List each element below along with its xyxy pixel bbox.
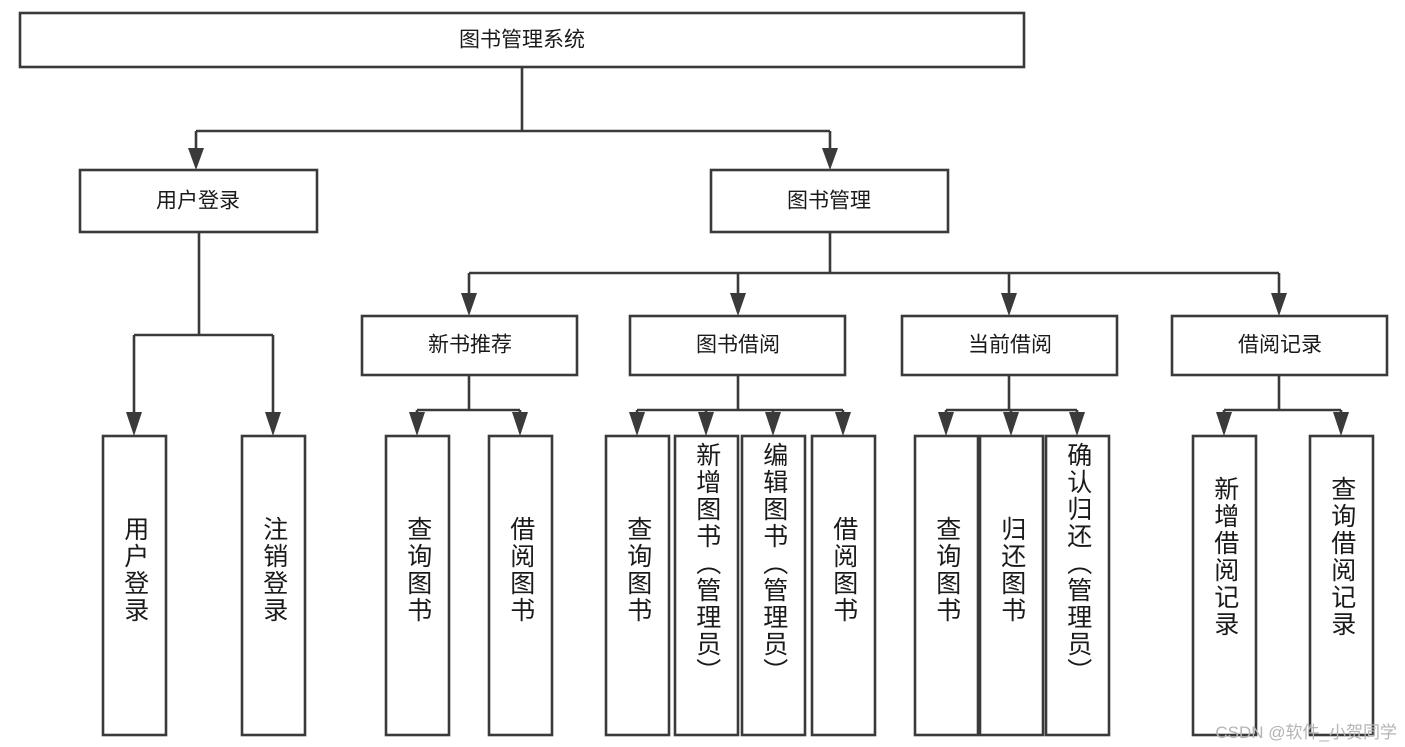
- arrow-head-leaf-confirm-return: [1069, 412, 1085, 436]
- arrow-head-leaf-query-book-3: [938, 412, 954, 436]
- arrow-head-leaf-borrow-book-1: [512, 412, 528, 436]
- arrow-head-leaf-query-book-1: [409, 412, 425, 436]
- arrow-head-leaf-user-login: [126, 412, 142, 436]
- node-new-book-recommend[interactable]: 新书推荐: [360, 314, 579, 377]
- arrow-head-leaf-return-book: [1003, 412, 1019, 436]
- node-new-book-recommend-label: 新书推荐: [428, 334, 512, 357]
- node-leaf-user-logout-box[interactable]: [240, 434, 307, 737]
- node-user-login-box[interactable]: [78, 168, 319, 234]
- node-borrow-record-box[interactable]: [1170, 314, 1389, 377]
- node-borrow-record[interactable]: 借阅记录: [1170, 314, 1389, 377]
- arrow-head-leaf-edit-book: [765, 412, 781, 436]
- arrow-head-leaf-add-book: [698, 412, 714, 436]
- arrow-head-book-management: [822, 148, 838, 170]
- node-leaf-query-record-box[interactable]: [1308, 434, 1375, 737]
- node-root[interactable]: 图书管理系统: [18, 11, 1026, 69]
- node-current-borrow-label: 当前借阅: [968, 334, 1052, 357]
- node-root-label: 图书管理系统: [459, 29, 585, 52]
- node-leaf-query-book-3-box[interactable]: [913, 434, 980, 737]
- arrow-head-user-login: [188, 148, 204, 170]
- node-user-login[interactable]: 用户登录: [78, 168, 319, 234]
- connector-group-book-management: [461, 232, 1287, 316]
- node-current-borrow[interactable]: 当前借阅: [900, 314, 1119, 377]
- arrow-head-new-book-recommend: [461, 293, 477, 316]
- node-leaf-borrow-book-2-box[interactable]: [810, 434, 877, 737]
- node-new-book-recommend-box[interactable]: [360, 314, 579, 377]
- node-book-management-box[interactable]: [709, 168, 950, 234]
- node-user-login-label: 用户登录: [156, 190, 240, 213]
- node-leaf-user-login-box[interactable]: [101, 434, 168, 737]
- connector-group-root: [188, 67, 838, 170]
- arrow-head-current-borrow: [1001, 293, 1017, 316]
- node-borrow-record-label: 借阅记录: [1238, 334, 1322, 357]
- connector-group-borrow-record: [1216, 375, 1349, 436]
- arrow-head-leaf-add-record: [1216, 412, 1232, 436]
- arrow-head-leaf-query-record: [1333, 412, 1349, 436]
- node-leaf-confirm-return-box[interactable]: [1044, 434, 1111, 737]
- node-leaf-add-record-box[interactable]: [1191, 434, 1258, 737]
- connector-group-current-borrow: [938, 375, 1085, 436]
- arrow-head-borrow-record: [1271, 293, 1287, 316]
- node-current-borrow-box[interactable]: [900, 314, 1119, 377]
- arrow-head-leaf-query-book-2: [629, 412, 645, 436]
- arrow-head-leaf-borrow-book-2: [835, 412, 851, 436]
- node-leaf-return-book-box[interactable]: [978, 434, 1045, 737]
- node-book-borrow[interactable]: 图书借阅: [628, 314, 847, 377]
- connector-group-user-login: [126, 232, 281, 436]
- arrow-head-leaf-user-logout: [265, 412, 281, 436]
- arrow-head-book-borrow: [730, 293, 746, 316]
- node-leaf-add-book-box[interactable]: [673, 434, 740, 737]
- node-book-management[interactable]: 图书管理: [709, 168, 950, 234]
- node-leaf-borrow-book-1-box[interactable]: [487, 434, 554, 737]
- node-book-management-label: 图书管理: [787, 190, 871, 213]
- node-book-borrow-label: 图书借阅: [696, 334, 780, 357]
- connector-group-new-book-recommend: [409, 375, 528, 436]
- node-leaf-query-book-2-box[interactable]: [604, 434, 671, 737]
- node-leaf-edit-book-box[interactable]: [740, 434, 807, 737]
- connector-group-book-borrow: [629, 375, 851, 436]
- node-leaf-query-book-1-box[interactable]: [384, 434, 451, 737]
- node-root-box[interactable]: [18, 11, 1026, 69]
- node-book-borrow-box[interactable]: [628, 314, 847, 377]
